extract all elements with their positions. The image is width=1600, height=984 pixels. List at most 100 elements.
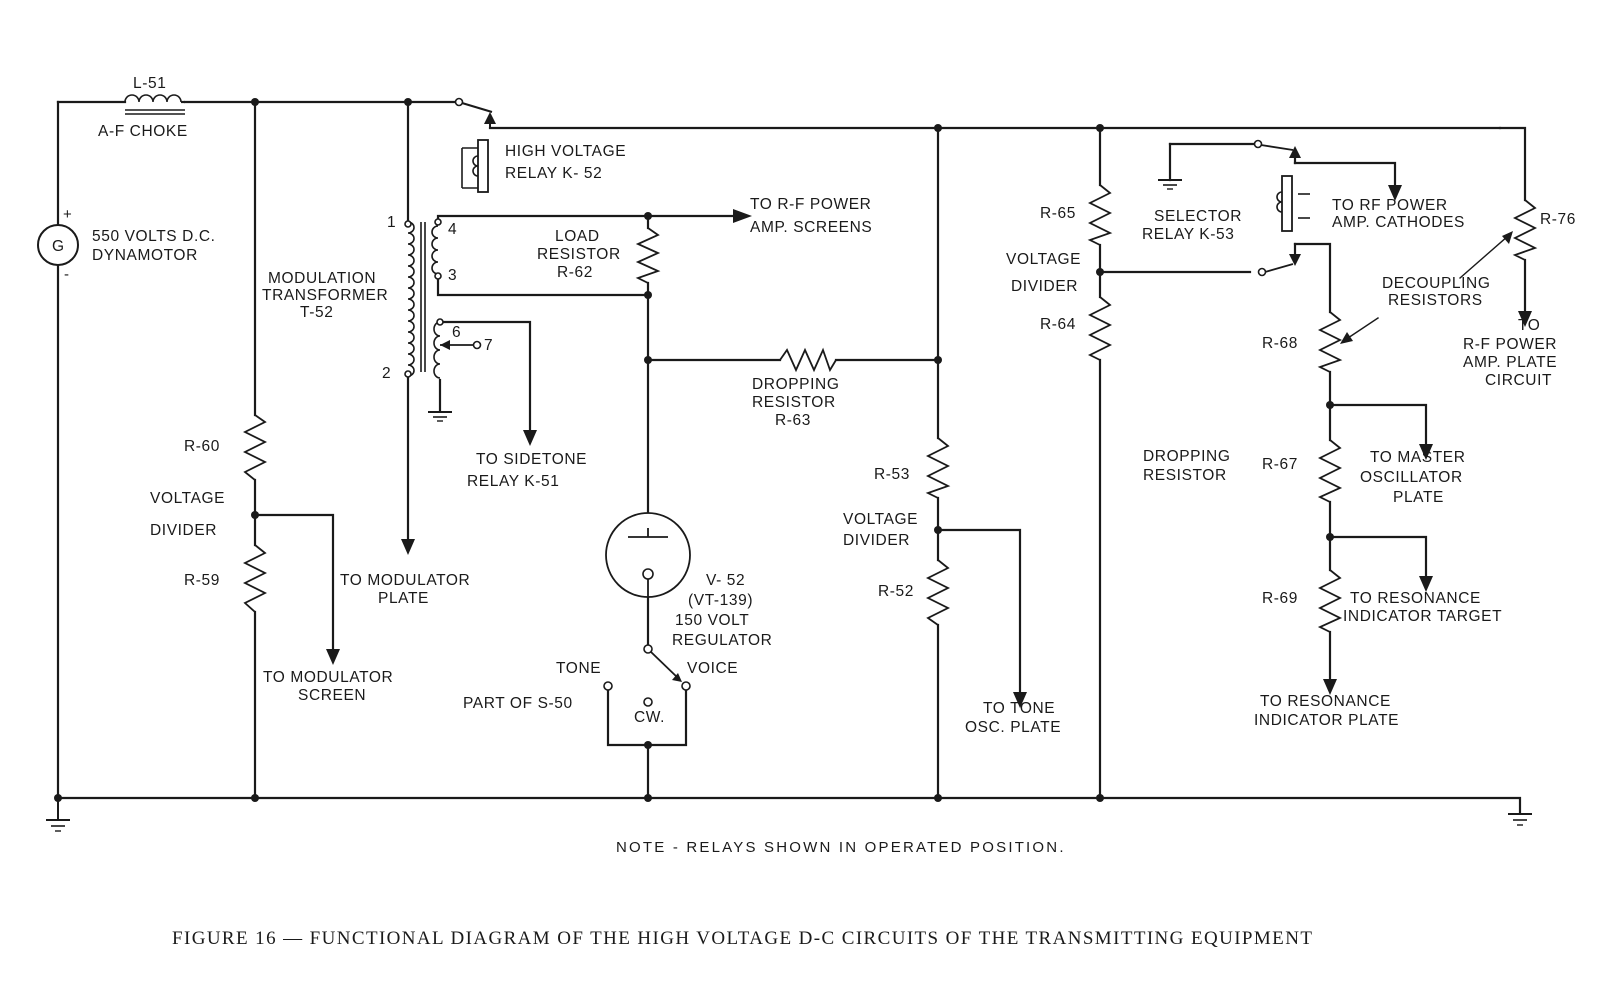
label-l51: L-51 <box>133 75 166 92</box>
label-tone: TONE <box>556 660 601 677</box>
label-sel-relay-2: RELAY K-53 <box>1142 226 1234 243</box>
label-load-1: LOAD <box>555 228 600 245</box>
label-mod-screen-1: TO MODULATOR <box>263 669 393 686</box>
relay-k52 <box>454 97 496 193</box>
label-v52-2: (VT-139) <box>688 592 753 609</box>
label-res-target-1: TO RESONANCE <box>1350 590 1481 607</box>
label-rf-cath-2: AMP. CATHODES <box>1332 214 1465 231</box>
label-part-s50: PART OF S-50 <box>463 695 573 712</box>
label-gen-volts: 550 VOLTS D.C. <box>92 228 216 245</box>
label-af-choke: A-F CHOKE <box>98 123 188 140</box>
label-vd-mid-1: VOLTAGE <box>843 511 918 528</box>
resistor-r59 <box>242 544 268 613</box>
label-v52-1: V- 52 <box>706 572 745 589</box>
label-rf-plate-2: R-F POWER <box>1463 336 1557 353</box>
label-dropping-1: DROPPING <box>752 376 839 393</box>
label-rf-plate-3: AMP. PLATE <box>1463 354 1557 371</box>
label-r53: R-53 <box>874 466 910 483</box>
label-r76: R-76 <box>1540 211 1576 228</box>
label-dropping-3: R-63 <box>775 412 811 429</box>
arrow-rf-plate <box>1518 311 1532 327</box>
resistor-r52 <box>925 559 951 626</box>
arrow-rf-screens <box>733 209 752 223</box>
label-rf-cath-1: TO RF POWER <box>1332 197 1448 214</box>
figure-caption: FIGURE 16 — FUNCTIONAL DIAGRAM OF THE HI… <box>172 928 1313 949</box>
label-res-target-2: INDICATOR TARGET <box>1343 608 1502 625</box>
label-vd-left-1: VOLTAGE <box>150 490 225 507</box>
label-rf-plate-4: CIRCUIT <box>1485 372 1552 389</box>
label-mod-plate-1: TO MODULATOR <box>340 572 470 589</box>
arrow-res-target <box>1419 576 1433 592</box>
resistor-r68 <box>1317 311 1343 373</box>
label-gen-symbol: G <box>52 238 65 255</box>
resistor-r62 <box>635 227 661 284</box>
switch-s50 <box>603 644 691 707</box>
label-dropping-2: RESISTOR <box>752 394 836 411</box>
arrow-res-plate <box>1323 679 1337 695</box>
label-minus: - <box>64 266 70 283</box>
label-r52: R-52 <box>878 583 914 600</box>
label-pin7: 7 <box>484 337 493 354</box>
label-pin2: 2 <box>382 365 391 382</box>
label-mod-t1: MODULATION <box>268 270 376 287</box>
relay-k53 <box>1158 139 1310 277</box>
arrow-mod-screen <box>326 649 340 665</box>
label-hv-relay-2: RELAY K- 52 <box>505 165 602 182</box>
label-pin1: 1 <box>387 214 396 231</box>
labels: L-51 A-F CHOKE G + - 550 VOLTS D.C. DYNA… <box>52 75 1576 949</box>
label-vd-right-2: DIVIDER <box>1011 278 1078 295</box>
resistors <box>242 184 1538 633</box>
junction-dots <box>54 98 1334 802</box>
label-r69: R-69 <box>1262 590 1298 607</box>
label-decoupling-2: RESISTORS <box>1388 292 1483 309</box>
label-gen-dyn: DYNAMOTOR <box>92 247 198 264</box>
label-sidetone-2: RELAY K-51 <box>467 473 559 490</box>
label-v52-3: 150 VOLT <box>675 612 749 629</box>
wires <box>56 100 1527 814</box>
label-sel-relay-1: SELECTOR <box>1154 208 1242 225</box>
label-res-plate-2: INDICATOR PLATE <box>1254 712 1399 729</box>
label-vd-right-1: VOLTAGE <box>1006 251 1081 268</box>
label-sidetone-1: TO SIDETONE <box>476 451 587 468</box>
label-v52-4: REGULATOR <box>672 632 772 649</box>
arrow-decoupling-right <box>1502 231 1513 244</box>
label-r60: R-60 <box>184 438 220 455</box>
label-rf-plate-1: TO <box>1518 317 1540 334</box>
label-r64: R-64 <box>1040 316 1076 333</box>
label-hv-relay-1: HIGH VOLTAGE <box>505 143 626 160</box>
label-plus: + <box>63 206 72 223</box>
arrow-master-osc <box>1419 444 1433 460</box>
label-voice: VOICE <box>687 660 738 677</box>
label-r67: R-67 <box>1262 456 1298 473</box>
label-vd-mid-2: DIVIDER <box>843 532 910 549</box>
label-mod-t3: T-52 <box>300 304 333 321</box>
arrow-tone-osc <box>1013 692 1027 708</box>
transformer-t52 <box>404 218 482 422</box>
label-load-2: RESISTOR <box>537 246 621 263</box>
resistor-r63 <box>779 347 837 373</box>
arrow-decoupling-left <box>1340 332 1353 344</box>
note-text: NOTE - RELAYS SHOWN IN OPERATED POSITION… <box>616 839 1066 856</box>
resistor-r69 <box>1317 569 1343 633</box>
arrowheads <box>326 185 1532 708</box>
label-master-osc-1: TO MASTER <box>1370 449 1466 466</box>
label-vd-left-2: DIVIDER <box>150 522 217 539</box>
label-res-plate-1: TO RESONANCE <box>1260 693 1391 710</box>
arrow-mod-plate <box>401 539 415 555</box>
choke-l51 <box>124 94 185 115</box>
label-mod-plate-2: PLATE <box>378 590 429 607</box>
label-pin6: 6 <box>452 324 461 341</box>
arrow-sidetone <box>523 430 537 446</box>
tube-v52 <box>605 512 691 598</box>
resistor-r67 <box>1317 439 1343 503</box>
label-tone-osc-2: OSC. PLATE <box>965 719 1061 736</box>
label-tone-osc-1: TO TONE <box>983 700 1055 717</box>
label-pin4: 4 <box>448 221 457 238</box>
label-r59: R-59 <box>184 572 220 589</box>
label-cw: CW. <box>634 709 665 726</box>
label-drop-right-2: RESISTOR <box>1143 467 1227 484</box>
resistor-r53 <box>925 437 951 499</box>
label-decoupling-1: DECOUPLING <box>1382 275 1491 292</box>
label-mod-screen-2: SCREEN <box>298 687 366 704</box>
